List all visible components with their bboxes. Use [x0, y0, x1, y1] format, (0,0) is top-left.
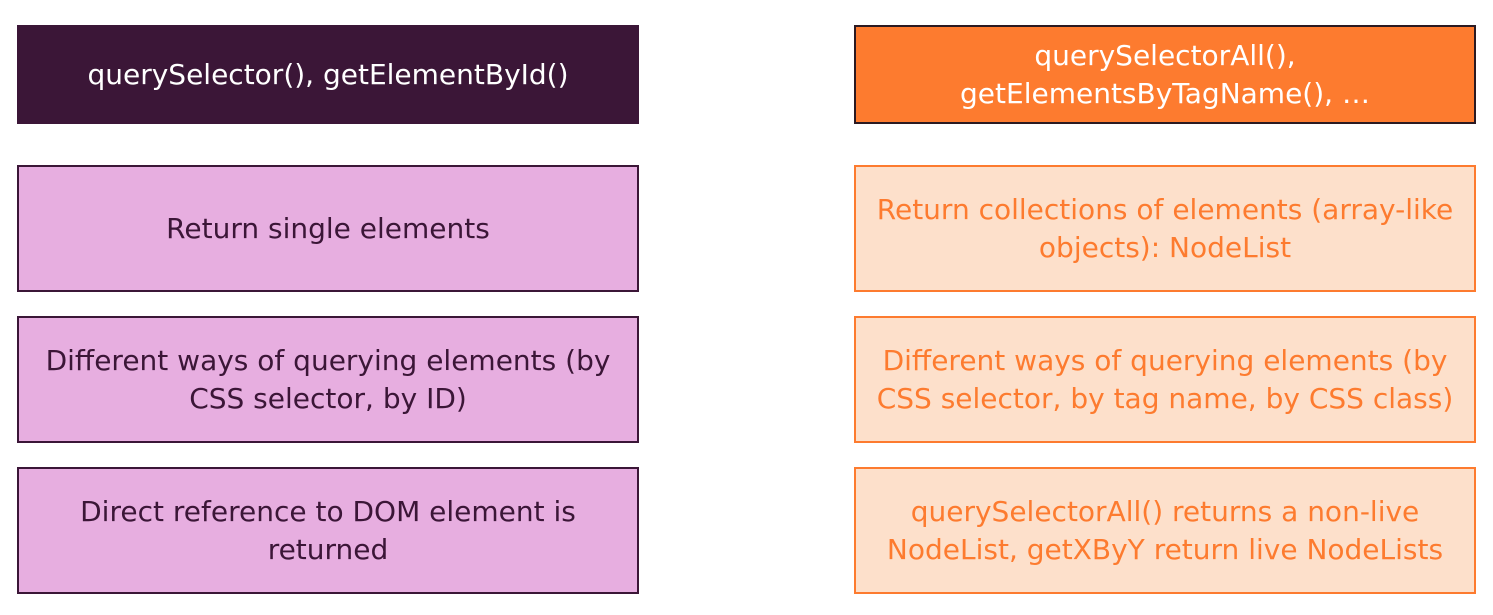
- right-card-text: Return collections of elements (array-li…: [876, 192, 1454, 264]
- left-card-text: Different ways of querying elements (by …: [45, 343, 611, 415]
- left-header-box: querySelector(), getElementById(): [17, 25, 639, 124]
- right-header-text: querySelectorAll(), getElementsByTagName…: [960, 38, 1370, 110]
- right-card-querying-ways: Different ways of querying elements (by …: [854, 316, 1476, 443]
- right-header-box: querySelectorAll(), getElementsByTagName…: [854, 25, 1476, 124]
- left-card-querying-ways: Different ways of querying elements (by …: [17, 316, 639, 443]
- left-header-text: querySelector(), getElementById(): [87, 57, 569, 91]
- left-card-text: Return single elements: [166, 211, 490, 245]
- left-card-direct-reference: Direct reference to DOM element is retur…: [17, 467, 639, 594]
- right-card-text: querySelectorAll() returns a non-live No…: [886, 494, 1444, 566]
- right-card-collections: Return collections of elements (array-li…: [854, 165, 1476, 292]
- right-card-text: Different ways of querying elements (by …: [876, 343, 1454, 415]
- left-card-single-elements: Return single elements: [17, 165, 639, 292]
- right-card-live-nodelists: querySelectorAll() returns a non-live No…: [854, 467, 1476, 594]
- left-card-text: Direct reference to DOM element is retur…: [80, 494, 576, 566]
